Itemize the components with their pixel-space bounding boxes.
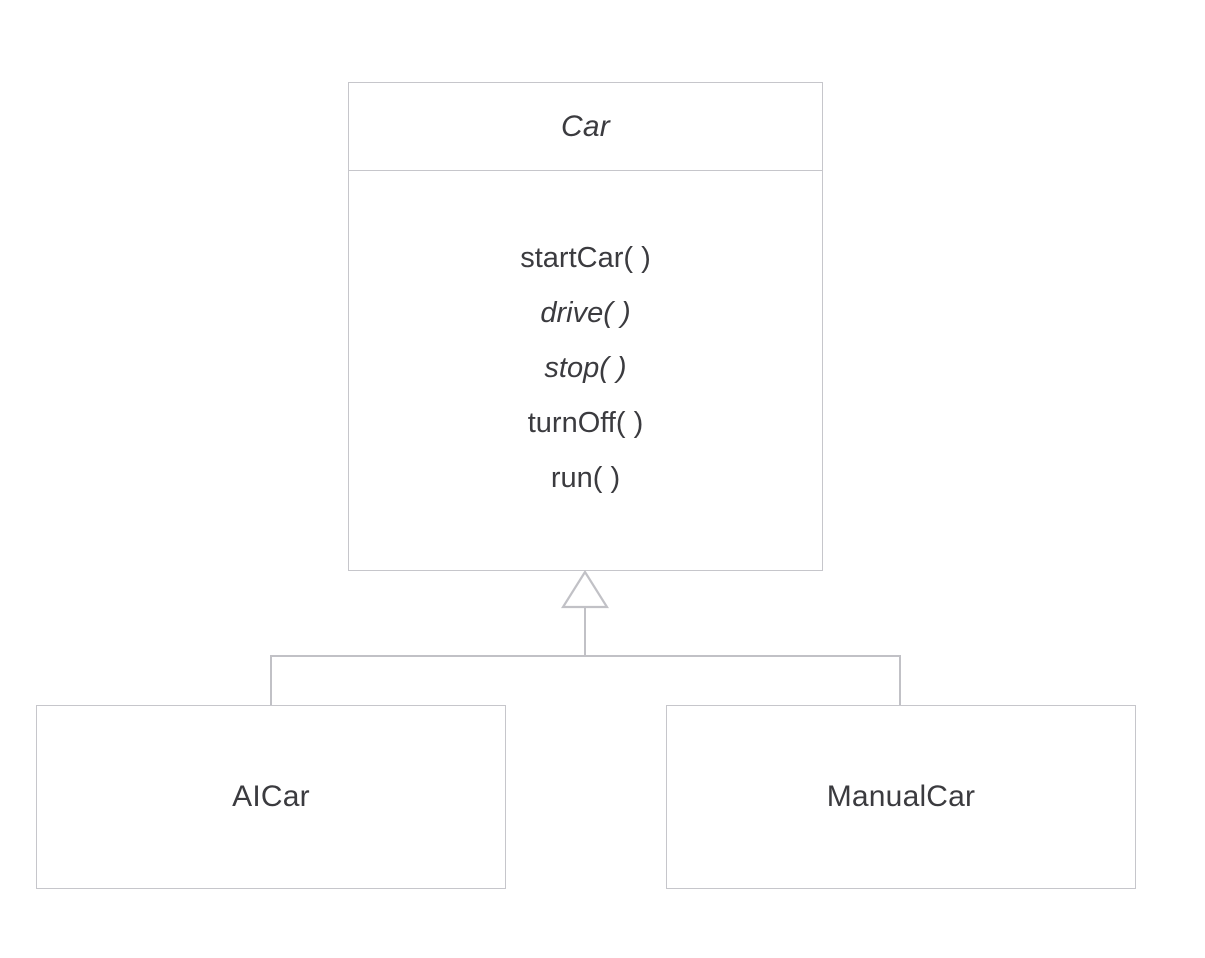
uml-class-car-name-compartment: Car xyxy=(349,83,822,171)
uml-class-aicar[interactable]: AICar xyxy=(36,705,506,889)
generalization-stem xyxy=(584,606,586,656)
uml-class-manualcar-name: ManualCar xyxy=(826,780,976,813)
uml-class-manualcar-name-compartment: ManualCar xyxy=(667,706,1135,888)
uml-operation-startcar: startCar( ) xyxy=(520,242,651,274)
uml-operation-drive: drive( ) xyxy=(540,297,631,329)
generalization-bus xyxy=(270,655,901,657)
uml-operation-turnoff: turnOff( ) xyxy=(527,407,644,439)
generalization-drop-left xyxy=(270,655,272,706)
uml-operation-run: run( ) xyxy=(550,462,621,494)
uml-class-car-name: Car xyxy=(561,109,610,143)
uml-class-aicar-name: AICar xyxy=(232,780,310,813)
uml-operation-stop: stop( ) xyxy=(544,352,627,384)
uml-class-car[interactable]: Car startCar( ) drive( ) stop( ) turnOff… xyxy=(348,82,823,571)
uml-class-car-operations-compartment: startCar( ) drive( ) stop( ) turnOff( ) … xyxy=(349,171,822,570)
generalization-triangle-icon xyxy=(561,569,609,609)
generalization-drop-right xyxy=(899,655,901,706)
uml-class-manualcar[interactable]: ManualCar xyxy=(666,705,1136,889)
uml-class-aicar-name-compartment: AICar xyxy=(37,706,505,888)
